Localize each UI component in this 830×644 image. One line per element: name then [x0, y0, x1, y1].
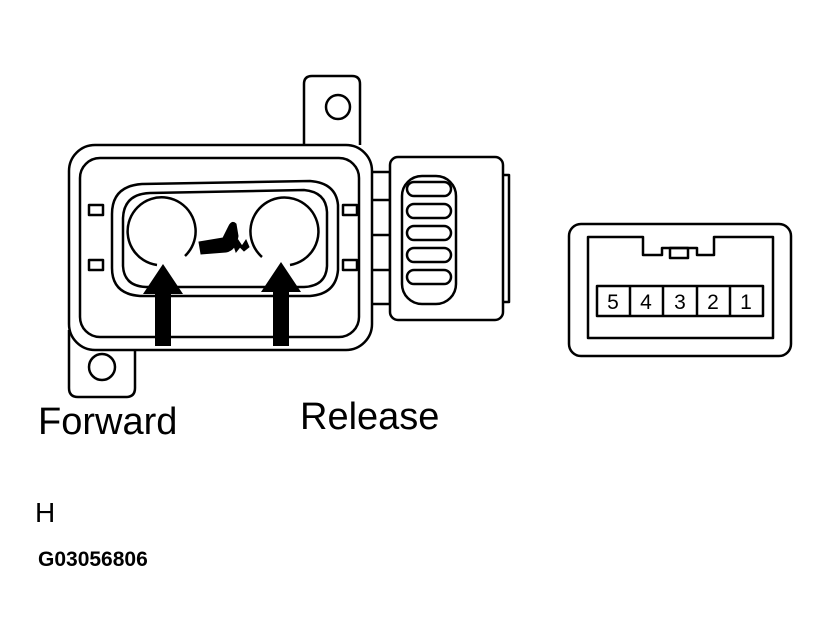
- up-arrow-icon: [143, 264, 183, 346]
- switch-side-body: [372, 155, 511, 322]
- pin-label: 5: [607, 291, 619, 314]
- forward-label: Forward: [38, 401, 178, 443]
- pin-label: 1: [740, 291, 752, 314]
- release-knob: [249, 196, 320, 267]
- bottom-mounting-tab: [67, 330, 137, 399]
- top-mounting-tab: [302, 74, 362, 145]
- figure-code: G03056806: [38, 548, 148, 571]
- release-label: Release: [300, 396, 440, 438]
- connector-face: [567, 222, 793, 358]
- forward-knob: [126, 196, 197, 267]
- pin-label: 3: [674, 291, 686, 314]
- mounting-hole-top: [324, 93, 352, 121]
- pin-label: 2: [707, 291, 719, 314]
- pin-label: 4: [640, 291, 652, 314]
- seat-recline-icon: [198, 221, 250, 255]
- view-letter: H: [35, 497, 56, 528]
- mounting-hole-bottom: [87, 352, 117, 382]
- up-arrow-icon: [261, 262, 301, 346]
- connector-pin-labels: 5 4 3 2 1: [607, 291, 752, 314]
